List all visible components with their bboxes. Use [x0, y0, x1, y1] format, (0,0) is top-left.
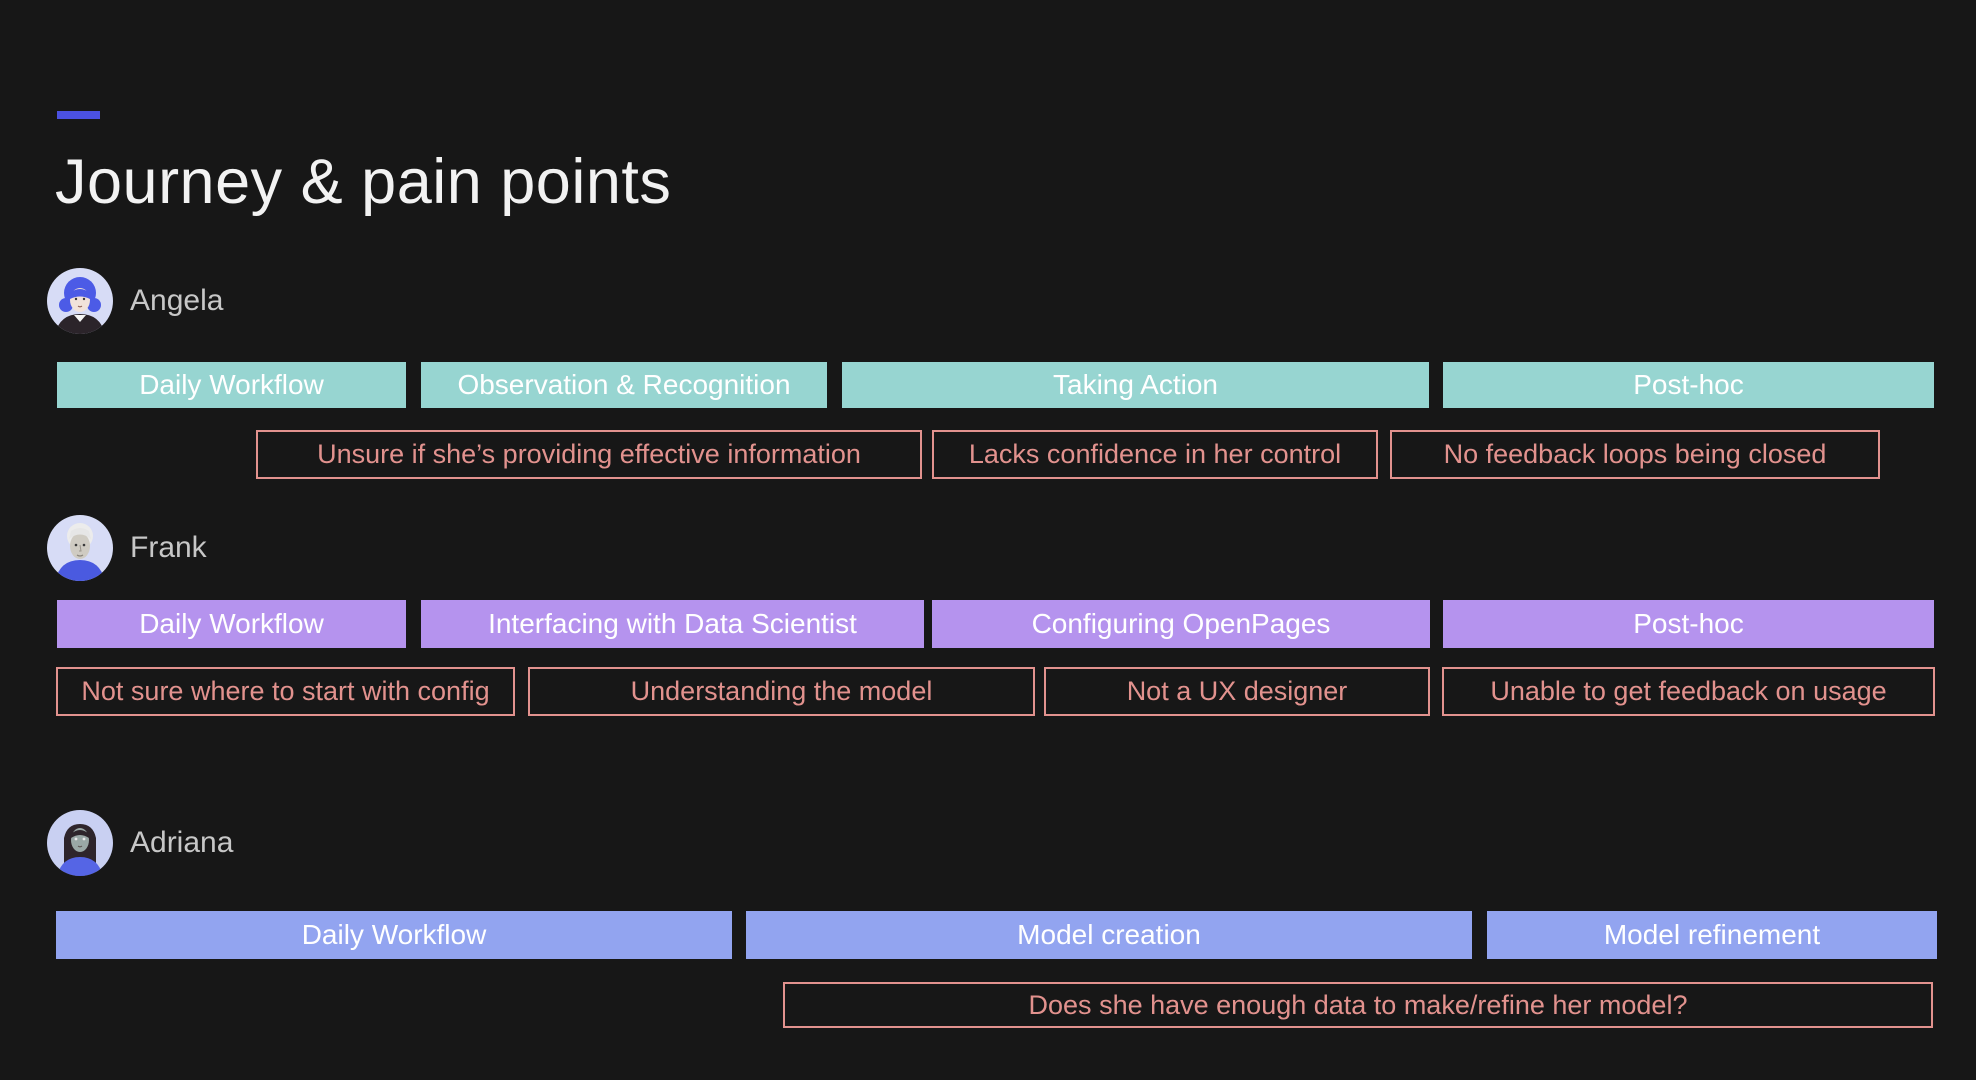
persona-name: Angela — [130, 284, 224, 317]
journey-row: Daily Workflow Model creation Model refine… — [0, 911, 1976, 959]
pain-point-box: Does she have enough data to make/refine… — [783, 982, 1933, 1028]
journey-stage-bar: Post-hoc — [1443, 362, 1934, 408]
journey-stage-bar: Configuring OpenPages — [932, 600, 1430, 648]
persona-header: Adriana — [47, 810, 233, 876]
adriana-avatar — [47, 810, 113, 876]
persona-name: Frank — [130, 531, 207, 564]
persona-header: Frank — [47, 515, 207, 581]
pain-row: Does she have enough data to make/refine… — [0, 982, 1976, 1028]
journey-stage-bar: Model refinement — [1487, 911, 1937, 959]
pain-point-box: Unsure if she’s providing effective info… — [256, 430, 922, 479]
journey-stage-bar: Model creation — [746, 911, 1472, 959]
pain-row: Not sure where to start with config Under… — [0, 667, 1976, 716]
journey-stage-bar: Interfacing with Data Scientist — [421, 600, 924, 648]
persona-header: Angela — [47, 268, 223, 334]
pain-point-box: Not sure where to start with config — [56, 667, 515, 716]
persona-name: Adriana — [130, 826, 234, 859]
journey-stage-bar: Taking Action — [842, 362, 1429, 408]
angela-avatar — [47, 268, 113, 334]
pain-point-box: Understanding the model — [528, 667, 1035, 716]
pain-point-box: No feedback loops being closed — [1390, 430, 1880, 479]
journey-row: Daily Workflow Observation & Recognition T… — [0, 362, 1976, 408]
journey-stage-bar: Post-hoc — [1443, 600, 1934, 648]
journey-row: Daily Workflow Interfacing with Data Scie… — [0, 600, 1976, 648]
frank-avatar — [47, 515, 113, 581]
journey-stage-bar: Observation & Recognition — [421, 362, 827, 408]
page-title: Journey & pain points — [55, 147, 672, 217]
pain-point-box: Lacks confidence in her control — [932, 430, 1378, 479]
journey-stage-bar: Daily Workflow — [57, 362, 406, 408]
pain-point-box: Not a UX designer — [1044, 667, 1430, 716]
title-accent-dash — [57, 111, 100, 119]
journey-stage-bar: Daily Workflow — [57, 600, 406, 648]
pain-row: Unsure if she’s providing effective info… — [0, 430, 1976, 479]
journey-stage-bar: Daily Workflow — [56, 911, 732, 959]
pain-point-box: Unable to get feedback on usage — [1442, 667, 1935, 716]
